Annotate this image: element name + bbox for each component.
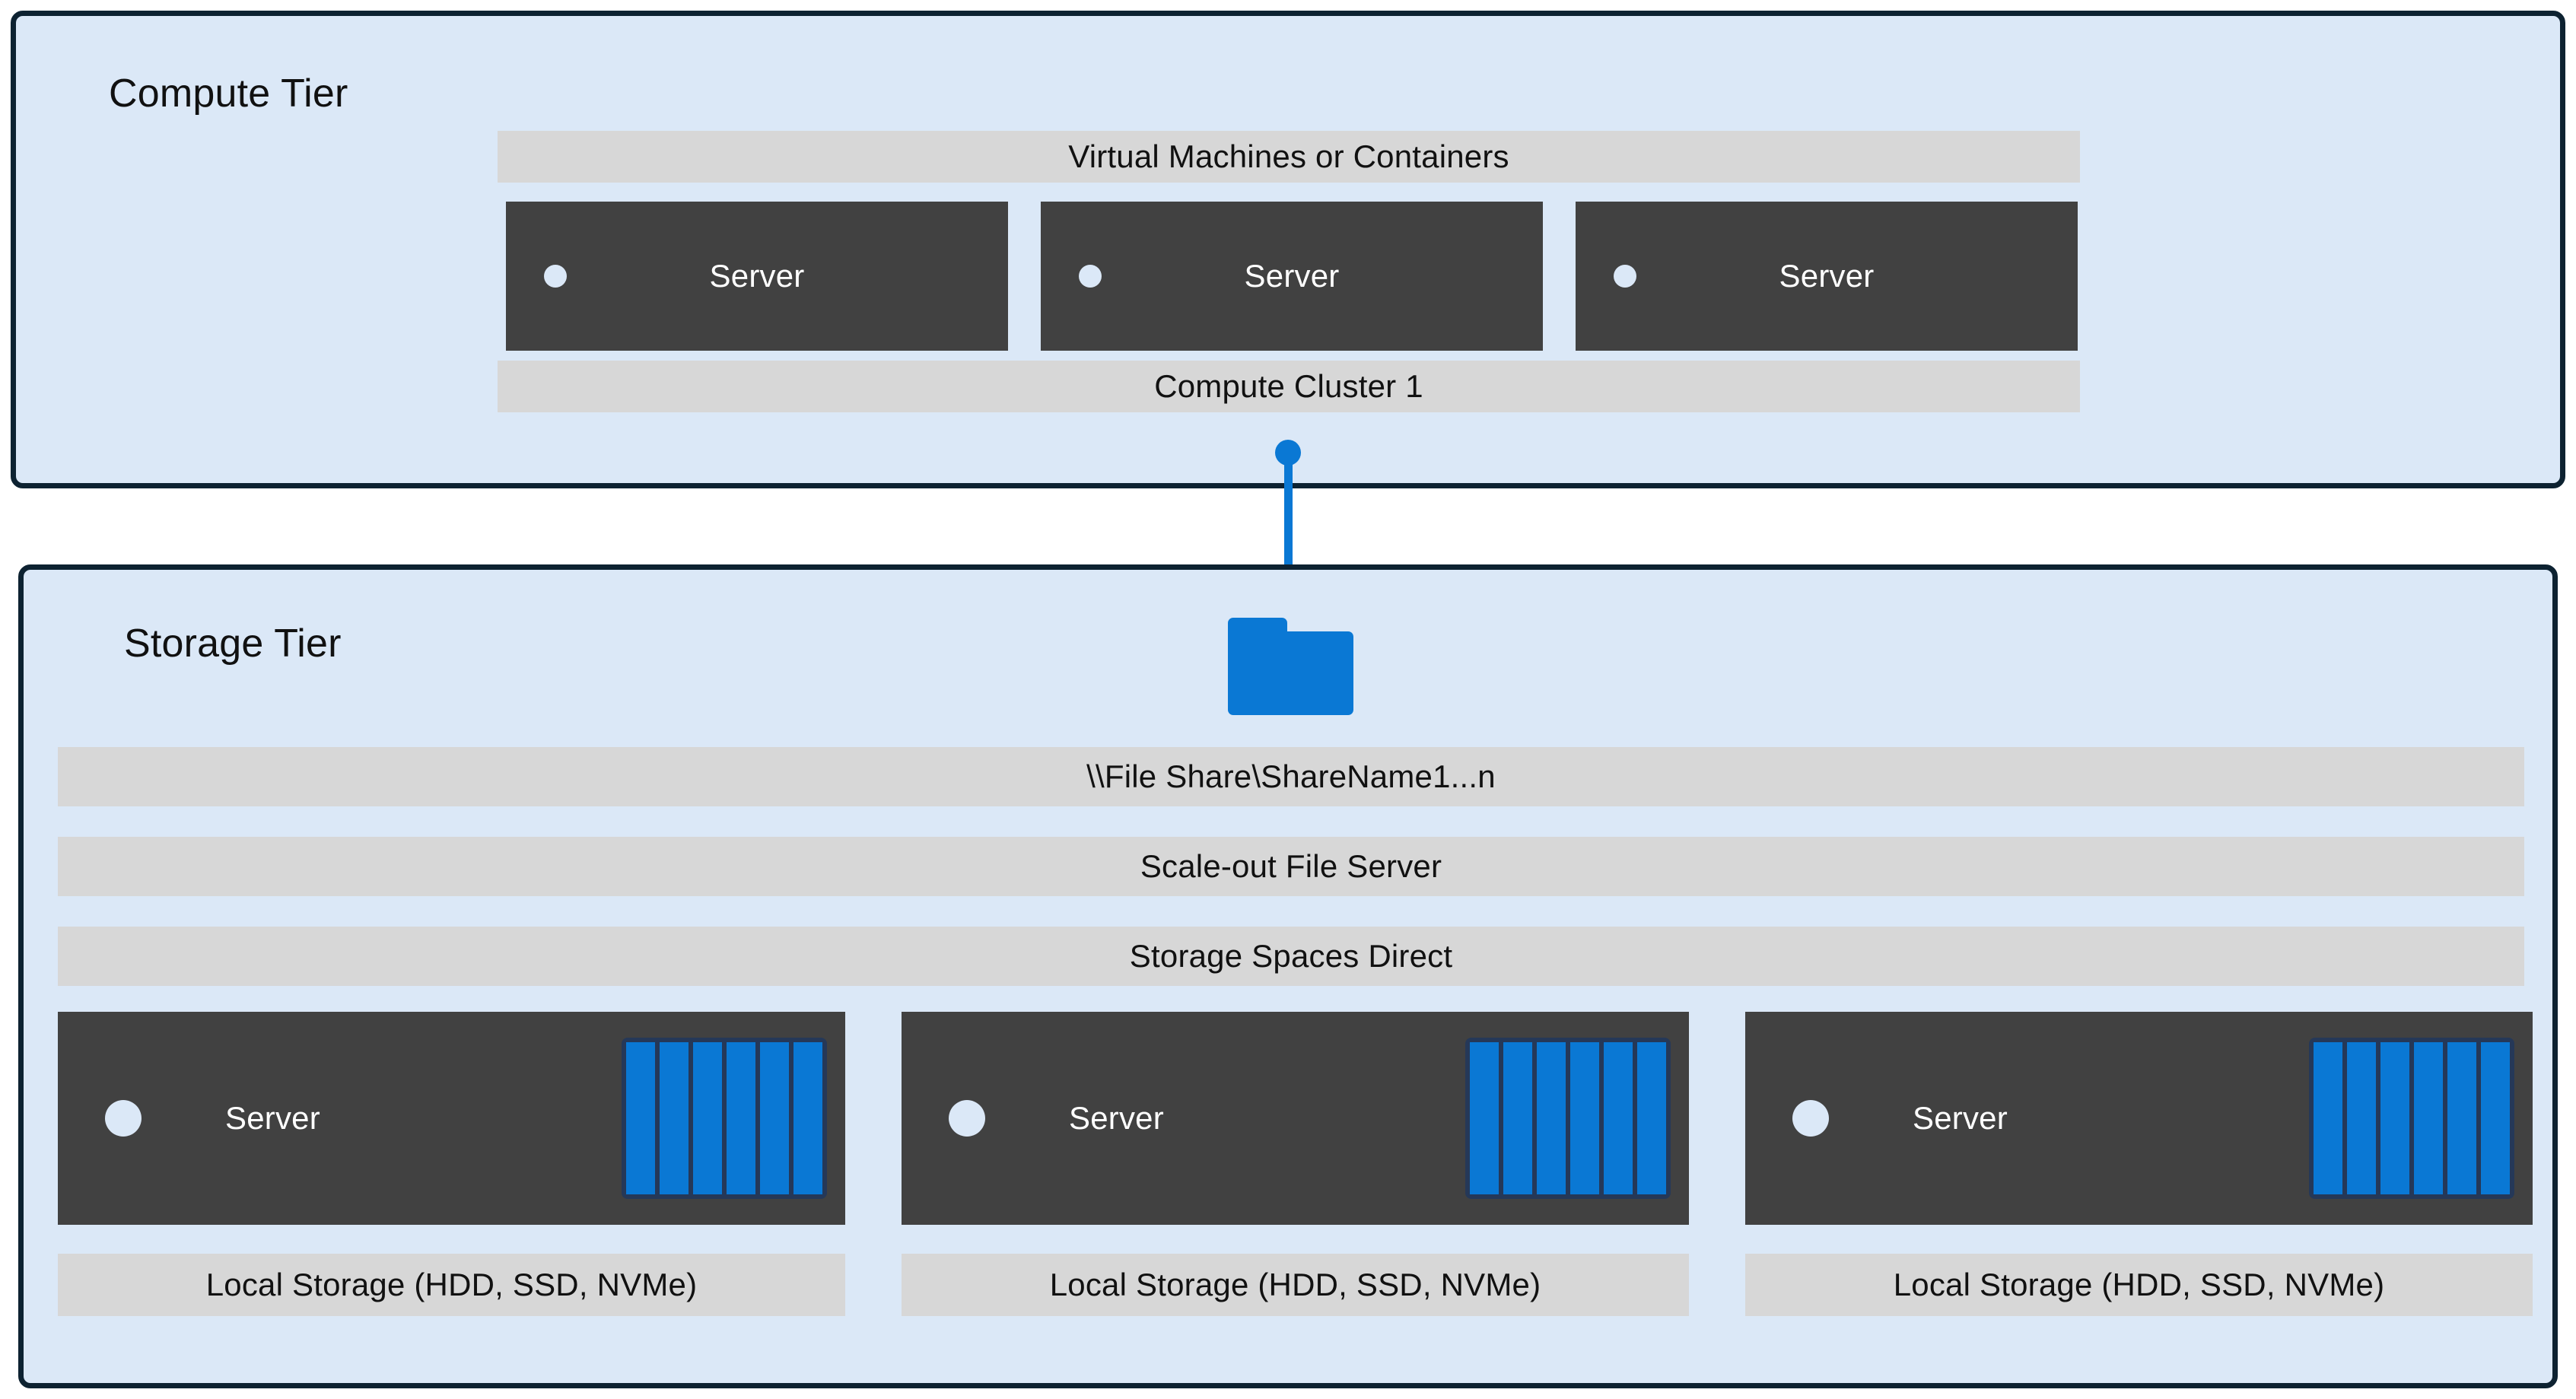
disk-icon	[793, 1042, 822, 1194]
disk-icon	[2347, 1042, 2376, 1194]
status-dot	[544, 265, 567, 288]
disk-icon	[1503, 1042, 1532, 1194]
disk-icon	[1604, 1042, 1633, 1194]
local-storage-band: Local Storage (HDD, SSD, NVMe)	[58, 1254, 845, 1316]
disk-icon	[2481, 1042, 2510, 1194]
connector-line	[1284, 449, 1293, 612]
disk-icon	[727, 1042, 755, 1194]
disk-icon	[2380, 1042, 2409, 1194]
disk-icon	[660, 1042, 689, 1194]
compute-server-1[interactable]: Server	[506, 202, 1008, 351]
compute-server-label: Server	[709, 258, 805, 294]
local-storage-band-label: Local Storage (HDD, SSD, NVMe)	[205, 1267, 698, 1302]
disk-icon	[1470, 1042, 1499, 1194]
status-dot	[1614, 265, 1636, 288]
file-share-band-label: \\File Share\ShareName1...n	[1086, 758, 1496, 794]
disk-array-icon	[622, 1038, 827, 1199]
scale-out-file-server-band: Scale-out File Server	[58, 837, 2524, 896]
folder-icon	[1228, 618, 1353, 715]
file-share-band: \\File Share\ShareName1...n	[58, 747, 2524, 806]
disk-icon	[2447, 1042, 2476, 1194]
compute-tier-title: Compute Tier	[109, 72, 348, 116]
storage-node-server-label: Server	[225, 1100, 320, 1136]
storage-node-server-label: Server	[1069, 1100, 1164, 1136]
disk-icon	[626, 1042, 655, 1194]
scale-out-file-server-band-label: Scale-out File Server	[1140, 848, 1442, 884]
disk-icon	[1537, 1042, 1566, 1194]
local-storage-band-label: Local Storage (HDD, SSD, NVMe)	[1049, 1267, 1541, 1302]
status-dot	[1079, 265, 1102, 288]
status-dot	[949, 1100, 985, 1137]
storage-tier-title: Storage Tier	[124, 622, 342, 666]
storage-node-3[interactable]: Server Local Storage (HDD, SSD, NVMe)	[1745, 1012, 2533, 1316]
virtual-machines-band-label: Virtual Machines or Containers	[1068, 138, 1509, 174]
disk-array-icon	[2309, 1038, 2514, 1199]
virtual-machines-band: Virtual Machines or Containers	[498, 131, 2080, 183]
compute-server-2[interactable]: Server	[1041, 202, 1543, 351]
storage-node-1[interactable]: Server Local Storage (HDD, SSD, NVMe)	[58, 1012, 845, 1316]
storage-spaces-direct-band-label: Storage Spaces Direct	[1129, 938, 1453, 974]
status-dot	[105, 1100, 142, 1137]
folder-body	[1228, 631, 1353, 715]
disk-icon	[1637, 1042, 1666, 1194]
compute-server-label: Server	[1779, 258, 1875, 294]
storage-node-server-label: Server	[1913, 1100, 2008, 1136]
compute-cluster-band: Compute Cluster 1	[498, 361, 2080, 412]
compute-cluster-band-label: Compute Cluster 1	[1154, 368, 1423, 404]
disk-array-icon	[1465, 1038, 1671, 1199]
storage-spaces-direct-band: Storage Spaces Direct	[58, 927, 2524, 986]
disk-icon	[2314, 1042, 2342, 1194]
storage-node-2[interactable]: Server Local Storage (HDD, SSD, NVMe)	[902, 1012, 1689, 1316]
status-dot	[1792, 1100, 1829, 1137]
local-storage-band: Local Storage (HDD, SSD, NVMe)	[902, 1254, 1689, 1316]
storage-node-server[interactable]: Server	[1745, 1012, 2533, 1225]
local-storage-band: Local Storage (HDD, SSD, NVMe)	[1745, 1254, 2533, 1316]
storage-node-server[interactable]: Server	[58, 1012, 845, 1225]
disk-icon	[2414, 1042, 2443, 1194]
disk-icon	[1570, 1042, 1599, 1194]
local-storage-band-label: Local Storage (HDD, SSD, NVMe)	[1893, 1267, 2385, 1302]
compute-server-3[interactable]: Server	[1576, 202, 2078, 351]
disk-icon	[693, 1042, 722, 1194]
compute-server-label: Server	[1244, 258, 1340, 294]
storage-node-server[interactable]: Server	[902, 1012, 1689, 1225]
disk-icon	[760, 1042, 789, 1194]
